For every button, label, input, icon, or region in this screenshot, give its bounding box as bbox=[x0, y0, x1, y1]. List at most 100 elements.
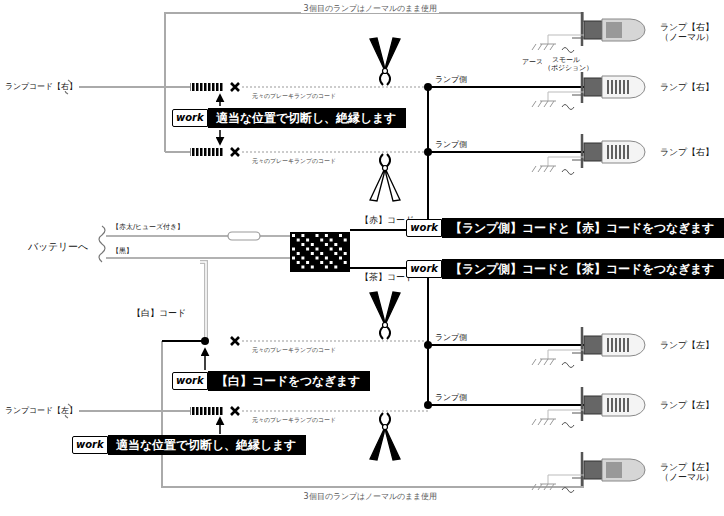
wire-stroke bbox=[619, 398, 620, 412]
wire-stroke bbox=[532, 327, 645, 368]
wire-stroke bbox=[548, 350, 584, 359]
wire-stroke bbox=[242, 411, 428, 412]
wire-stroke bbox=[320, 252, 323, 255]
wire-stroke bbox=[532, 101, 556, 107]
work-callout: work【ランプ側】コードと【茶】コードをつなぎます bbox=[406, 258, 724, 280]
wire-stroke bbox=[165, 151, 190, 153]
wire-stroke bbox=[330, 261, 333, 264]
wire-stroke bbox=[383, 166, 388, 171]
wire-stroke bbox=[584, 396, 602, 414]
label-text: スモール （ポジション） bbox=[542, 56, 590, 72]
wire-stroke bbox=[532, 452, 645, 493]
wire-stroke bbox=[623, 80, 624, 94]
label-text: ランプ側 bbox=[433, 333, 469, 342]
cut-stubs bbox=[190, 83, 224, 415]
wire-stroke bbox=[428, 344, 584, 346]
wire-stroke bbox=[344, 261, 347, 264]
wire-stroke bbox=[165, 86, 190, 88]
pliers bbox=[370, 38, 400, 460]
wire-stroke bbox=[370, 427, 385, 460]
label-text: バッテリーへ bbox=[26, 241, 90, 253]
label-text: ランプ【左】 bbox=[658, 400, 716, 410]
wire-stroke bbox=[581, 12, 584, 46]
gray-cords bbox=[72, 13, 583, 487]
wire-stroke bbox=[370, 38, 385, 71]
wire-stroke bbox=[607, 145, 608, 159]
wire-stroke bbox=[370, 413, 400, 460]
wire-stroke bbox=[297, 239, 300, 242]
wire-stroke bbox=[200, 262, 206, 341]
wire-stroke bbox=[584, 461, 602, 479]
wire-stroke bbox=[339, 234, 342, 237]
wire-stroke bbox=[242, 87, 428, 88]
control-module bbox=[290, 232, 350, 272]
wire-stroke bbox=[325, 243, 328, 246]
wire-stroke bbox=[532, 69, 645, 110]
wire-stroke bbox=[607, 338, 608, 352]
wire-stroke bbox=[325, 257, 328, 260]
wire-stroke bbox=[428, 86, 584, 88]
label-text: ランプ【左】 （ノーマル） bbox=[653, 462, 721, 483]
wire-stroke bbox=[334, 252, 337, 255]
label-text: ランプ【右】 （ノーマル） bbox=[653, 22, 721, 43]
wire-stroke bbox=[602, 459, 645, 481]
wire-stroke bbox=[548, 157, 584, 166]
cut-marks bbox=[231, 83, 239, 415]
label-text: ランプコード【左】 bbox=[3, 406, 79, 415]
wire-stroke bbox=[562, 413, 584, 428]
wire-stroke bbox=[627, 338, 628, 352]
wire-stroke bbox=[370, 38, 400, 85]
wire-stroke bbox=[385, 168, 400, 201]
wire-stroke bbox=[231, 148, 239, 156]
wire-stroke bbox=[325, 266, 328, 269]
wire-stroke bbox=[231, 83, 239, 91]
label-text: ランプ側 bbox=[433, 75, 469, 84]
wire-stroke bbox=[548, 475, 584, 484]
wire-stroke bbox=[316, 234, 319, 237]
lamps bbox=[532, 12, 645, 493]
wire-stroke bbox=[581, 387, 584, 421]
wire-stroke bbox=[306, 261, 309, 264]
wire-stroke bbox=[581, 69, 584, 103]
wire-stroke bbox=[72, 86, 165, 88]
wire-stroke bbox=[607, 398, 608, 412]
wire-stroke bbox=[615, 145, 616, 159]
wire-stroke bbox=[301, 234, 304, 237]
wire-stroke bbox=[584, 21, 602, 39]
wire-stroke bbox=[292, 257, 295, 260]
wire-stroke bbox=[532, 419, 556, 425]
wire-stroke bbox=[532, 359, 556, 365]
wire-stroke bbox=[619, 145, 620, 159]
wire-stroke bbox=[627, 145, 628, 159]
wire-stroke bbox=[219, 130, 221, 144]
wire-stroke bbox=[231, 407, 239, 415]
label-text: 元々のブレーキランプのコード bbox=[250, 347, 338, 354]
wire-stroke bbox=[290, 232, 350, 272]
wire-stroke bbox=[190, 83, 224, 91]
wire-stroke bbox=[548, 35, 584, 44]
wire-stroke bbox=[627, 398, 628, 412]
label-text: 【白】コード bbox=[130, 308, 188, 318]
work-badge: work bbox=[406, 219, 442, 237]
wire-stroke bbox=[320, 239, 323, 242]
label-text: 3個目のランプはノーマルのまま使用 bbox=[301, 492, 438, 501]
work-badge: work bbox=[406, 260, 442, 278]
wire-stroke bbox=[339, 248, 342, 251]
wire-stroke bbox=[623, 338, 624, 352]
work-callout: work【白】コードをつなぎます bbox=[172, 370, 370, 392]
wire-stroke bbox=[602, 19, 645, 41]
wire-stroke bbox=[106, 257, 290, 259]
wire-stroke bbox=[311, 243, 314, 246]
wire-stroke bbox=[301, 266, 304, 269]
wire-stroke bbox=[316, 248, 319, 251]
wire-stroke bbox=[320, 261, 323, 264]
work-callout: work【ランプ側】コードと【赤】コードをつなぎます bbox=[406, 217, 724, 239]
work-callout: work適当な位置で切断し、絶縁します bbox=[72, 434, 306, 456]
wire-stroke bbox=[330, 248, 333, 251]
wire-stroke bbox=[424, 83, 432, 91]
wire-stroke bbox=[428, 404, 584, 406]
wire-stroke bbox=[532, 387, 645, 428]
wire-stroke bbox=[242, 152, 428, 153]
wire-stroke bbox=[581, 452, 584, 486]
wire-stroke bbox=[200, 262, 206, 341]
